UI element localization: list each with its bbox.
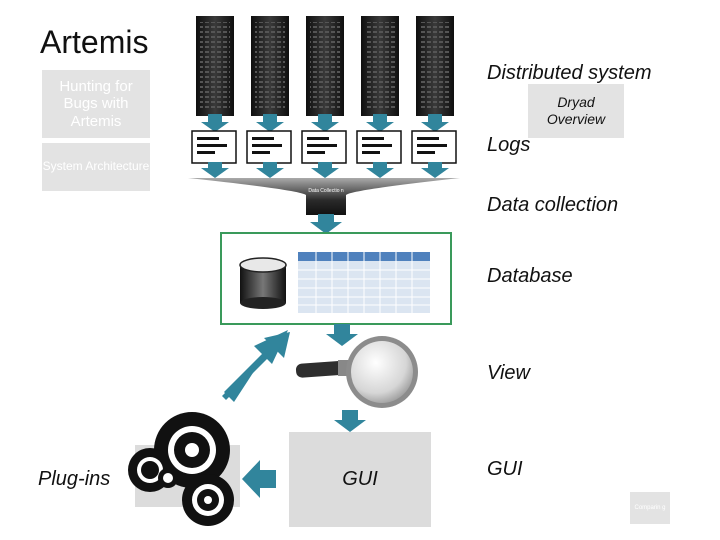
- server-rack-3: [306, 16, 344, 116]
- arrow-down-icon: [311, 162, 339, 178]
- arrow-down-icon: [310, 214, 342, 234]
- dryad-overview-button[interactable]: Dryad Overview: [528, 84, 624, 138]
- label-logs: Logs: [487, 134, 531, 156]
- server-rack-4: [361, 16, 399, 116]
- server-rack-5: [416, 16, 454, 116]
- data-collection-funnel: [188, 178, 460, 215]
- server-rack-2: [251, 16, 289, 116]
- label-distributed-system: Distributed system: [487, 62, 652, 84]
- page-title: Artemis: [40, 24, 149, 60]
- arrow-down-icon: [326, 324, 358, 346]
- arrow-down-icon: [421, 114, 449, 132]
- label-view: View: [487, 362, 530, 384]
- system-architecture-button[interactable]: System Architecture: [42, 143, 150, 191]
- magnifying-glass-icon: [295, 336, 418, 408]
- gears-icon: [128, 412, 240, 526]
- arrow-down-icon: [366, 114, 394, 132]
- database-table-icon: [298, 252, 430, 313]
- funnel-label: Data Collectio n: [308, 188, 344, 194]
- arrow-left-icon: [242, 460, 276, 498]
- diagonal-arrow: [224, 330, 288, 402]
- database-cylinder-icon: [239, 257, 287, 309]
- arrow-down-icon: [421, 162, 449, 178]
- arrow-down-icon: [256, 114, 284, 132]
- arrow-down-icon: [366, 162, 394, 178]
- comparing-button[interactable]: Comparin g: [630, 492, 670, 524]
- hunting-bugs-button[interactable]: Hunting for Bugs with Artemis: [42, 70, 150, 138]
- gui-box: GUI: [289, 432, 431, 527]
- arrow-down-icon: [201, 114, 229, 132]
- server-rack-1: [196, 16, 234, 116]
- label-plugins: Plug-ins: [38, 468, 111, 490]
- arrow-down-icon: [334, 410, 366, 432]
- arrow-down-icon: [201, 162, 229, 178]
- arrow-down-icon: [311, 114, 339, 132]
- label-gui: GUI: [487, 458, 523, 480]
- label-data-collection: Data collection: [487, 194, 619, 216]
- arrow-down-icon: [256, 162, 284, 178]
- label-database: Database: [487, 265, 573, 287]
